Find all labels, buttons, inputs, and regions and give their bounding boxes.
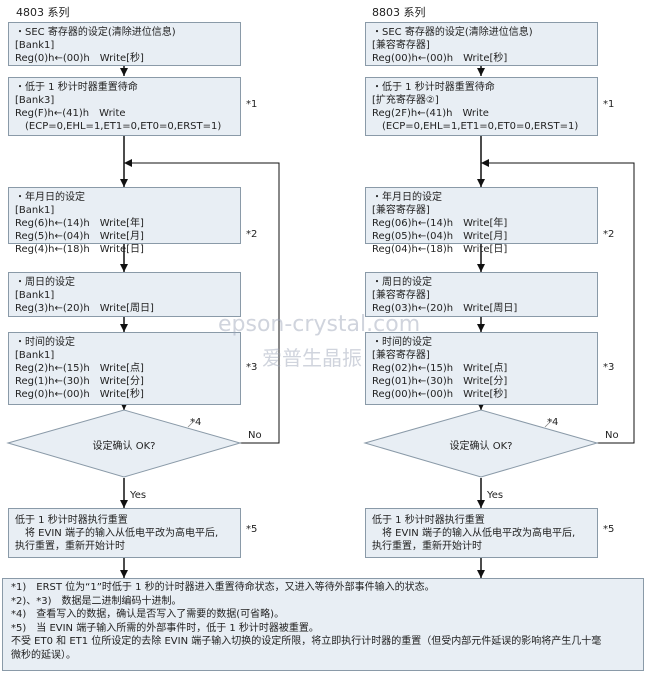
- right-series-title: 8803 系列: [372, 6, 426, 19]
- box-line: ・周日的设定: [15, 277, 75, 288]
- box-line: Reg(02)h←(15)h Write[点]: [372, 363, 508, 374]
- box-line: [兼容寄存器]: [372, 350, 430, 361]
- right-execute-reset-box: 低于 1 秒计时器执行重置 将 EVIN 端子的输入从低电平改为高电平后, 执行…: [365, 508, 598, 558]
- box-line: [兼容寄存器]: [372, 40, 430, 51]
- box-line: [Bank1]: [15, 40, 55, 51]
- left-date-setting-box: ・年月日的设定 [Bank1] Reg(6)h←(14)h Write[年] R…: [8, 187, 241, 255]
- left-sec-register-box: ・SEC 寄存器的设定(清除进位信息) [Bank1] Reg(0)h←(00)…: [8, 22, 241, 66]
- ref-mark-4-left: *4: [190, 417, 202, 428]
- box-line: Reg(2)h←(15)h Write[点]: [15, 363, 144, 374]
- left-weekday-setting-box: ・周日的设定 [Bank1] Reg(3)h←(20)h Write[周日]: [8, 272, 241, 317]
- footnote-extra-cont: 微秒的延误）。: [11, 649, 76, 661]
- right-time-setting-box: ・时间的设定 [兼容寄存器] Reg(02)h←(15)h Write[点] R…: [365, 332, 598, 405]
- box-line: 低于 1 秒计时器执行重置: [372, 515, 485, 526]
- box-line: Reg(03)h←(20)h Write[周日]: [372, 303, 518, 314]
- box-line: [Bank1]: [15, 205, 55, 216]
- left-no-label: No: [248, 430, 262, 441]
- box-line: ・SEC 寄存器的设定(清除进位信息): [372, 27, 533, 38]
- box-line: Reg(06)h←(14)h Write[年]: [372, 218, 508, 229]
- box-line: Reg(2F)h←(41)h Write: [372, 108, 489, 119]
- ref-mark-5-left: *5: [246, 524, 258, 535]
- box-line: Reg(00)h←(00)h Write[秒]: [372, 389, 508, 400]
- box-line: ・SEC 寄存器的设定(清除进位信息): [15, 27, 176, 38]
- left-time-setting-box: ・时间的设定 [Bank1] Reg(2)h←(15)h Write[点] Re…: [8, 332, 241, 405]
- box-line: Reg(0)h←(00)h Write[秒]: [15, 53, 144, 64]
- box-line: Reg(01)h←(30)h Write[分]: [372, 376, 508, 387]
- ref-mark-1-right: *1: [603, 99, 615, 110]
- footnote-2-3: *2)、*3) 数据是二进制编码十进制。: [11, 595, 182, 607]
- ref-mark-1-left: *1: [246, 99, 258, 110]
- footnote-extra: 不受 ET0 和 ET1 位所设定的去除 EVIN 端子输入切换的设定所限，将立…: [11, 636, 602, 647]
- box-line: ・年月日的设定: [372, 192, 442, 203]
- box-line: (ECP=0,EHL=1,ET1=0,ET0=0,ERST=1): [382, 121, 579, 132]
- box-line: ・年月日的设定: [15, 192, 85, 203]
- box-line: [扩充寄存器②]: [372, 95, 439, 106]
- box-line: [Bank1]: [15, 290, 55, 301]
- ref-mark-2-right: *2: [603, 229, 615, 240]
- box-line: Reg(00)h←(00)h Write[秒]: [372, 53, 508, 64]
- watermark-domain: epson-crystal.com: [218, 312, 421, 337]
- box-line: [兼容寄存器]: [372, 290, 430, 301]
- box-line: [Bank3]: [15, 95, 55, 106]
- ref-mark-2-left: *2: [246, 229, 258, 240]
- left-decision-label: 设定确认 OK?: [92, 441, 156, 452]
- right-reset-standby-box: ・低于 1 秒计时器重置待命 [扩充寄存器②] Reg(2F)h←(41)h W…: [365, 77, 598, 136]
- box-line: Reg(4)h←(18)h Write[日]: [15, 244, 144, 255]
- box-line: Reg(05)h←(04)h Write[月]: [372, 231, 508, 242]
- decision-diamond-right: [363, 409, 599, 478]
- box-line: 将 EVIN 端子的输入从低电平改为高电平后,: [382, 528, 576, 539]
- box-line: Reg(0)h←(00)h Write[秒]: [15, 389, 144, 400]
- left-execute-reset-box: 低于 1 秒计时器执行重置 将 EVIN 端子的输入从低电平改为高电平后, 执行…: [8, 508, 241, 558]
- ref-mark-5-right: *5: [603, 524, 615, 535]
- box-line: Reg(3)h←(20)h Write[周日]: [15, 303, 154, 314]
- box-line: ・时间的设定: [15, 337, 75, 348]
- right-sec-register-box: ・SEC 寄存器的设定(清除进位信息) [兼容寄存器] Reg(00)h←(00…: [365, 22, 598, 66]
- left-reset-standby-box: ・低于 1 秒计时器重置待命 [Bank3] Reg(F)h←(41)h Wri…: [8, 77, 241, 136]
- box-line: 执行重置，重新开始计时: [15, 541, 125, 552]
- right-yes-label: Yes: [487, 490, 504, 501]
- footnote-5: *5) 当 EVIN 端子输入所需的外部事件时，低于 1 秒计时器被重置。: [11, 622, 319, 634]
- box-line: 将 EVIN 端子的输入从低电平改为高电平后,: [25, 528, 219, 539]
- left-yes-label: Yes: [130, 490, 147, 501]
- right-no-label: No: [605, 430, 619, 441]
- ref-mark-4-right: *4: [547, 417, 559, 428]
- box-line: 低于 1 秒计时器执行重置: [15, 515, 128, 526]
- left-series-title: 4803 系列: [16, 6, 70, 19]
- footnote-1: *1) ERST 位为“1”时低于 1 秒的计时器进入重置待命状态，又进入等待外…: [11, 582, 435, 593]
- box-line: Reg(F)h←(41)h Write: [15, 108, 126, 119]
- right-date-setting-box: ・年月日的设定 [兼容寄存器] Reg(06)h←(14)h Write[年] …: [365, 187, 598, 255]
- decision-diamond-left: [6, 409, 242, 478]
- box-line: Reg(6)h←(14)h Write[年]: [15, 218, 144, 229]
- box-line: ・低于 1 秒计时器重置待命: [15, 82, 138, 93]
- ref-mark-3-right: *3: [603, 362, 615, 373]
- box-line: (ECP=0,EHL=1,ET1=0,ET0=0,ERST=1): [25, 121, 222, 132]
- footnote-4: *4) 查看写入的数据，确认是否写入了需要的数据(可省略)。: [11, 609, 285, 620]
- box-line: ・周日的设定: [372, 277, 432, 288]
- box-line: [兼容寄存器]: [372, 205, 430, 216]
- box-line: [Bank1]: [15, 350, 55, 361]
- footnotes-panel: *1) ERST 位为“1”时低于 1 秒的计时器进入重置待命状态，又进入等待外…: [2, 578, 644, 671]
- watermark-brand: 爱普生晶振: [262, 346, 362, 370]
- right-weekday-setting-box: ・周日的设定 [兼容寄存器] Reg(03)h←(20)h Write[周日]: [365, 272, 598, 317]
- box-line: Reg(04)h←(18)h Write[日]: [372, 244, 508, 255]
- box-line: ・低于 1 秒计时器重置待命: [372, 82, 495, 93]
- box-line: Reg(1)h←(30)h Write[分]: [15, 376, 144, 387]
- ref-mark-3-left: *3: [246, 362, 258, 373]
- box-line: Reg(5)h←(04)h Write[月]: [15, 231, 144, 242]
- right-decision-label: 设定确认 OK?: [449, 441, 513, 452]
- box-line: ・时间的设定: [372, 337, 432, 348]
- box-line: 执行重置，重新开始计时: [372, 541, 482, 552]
